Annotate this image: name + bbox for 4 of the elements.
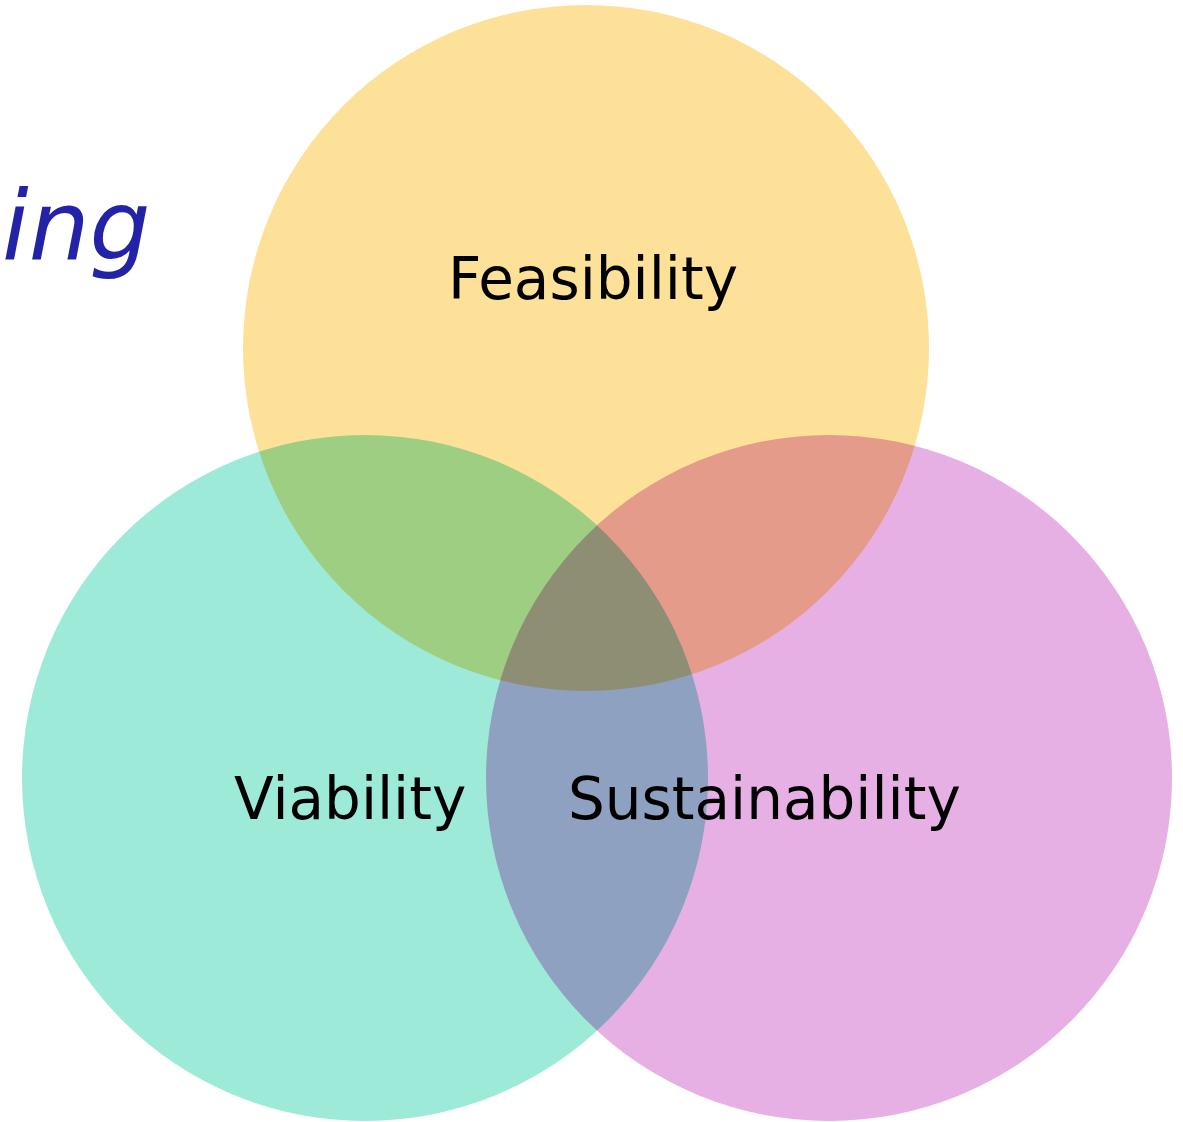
circle-label: Viability <box>234 765 467 833</box>
circle-label: Sustainability <box>568 765 961 833</box>
title-fragment: ing <box>2 170 151 282</box>
circle-label: Feasibility <box>448 245 738 313</box>
